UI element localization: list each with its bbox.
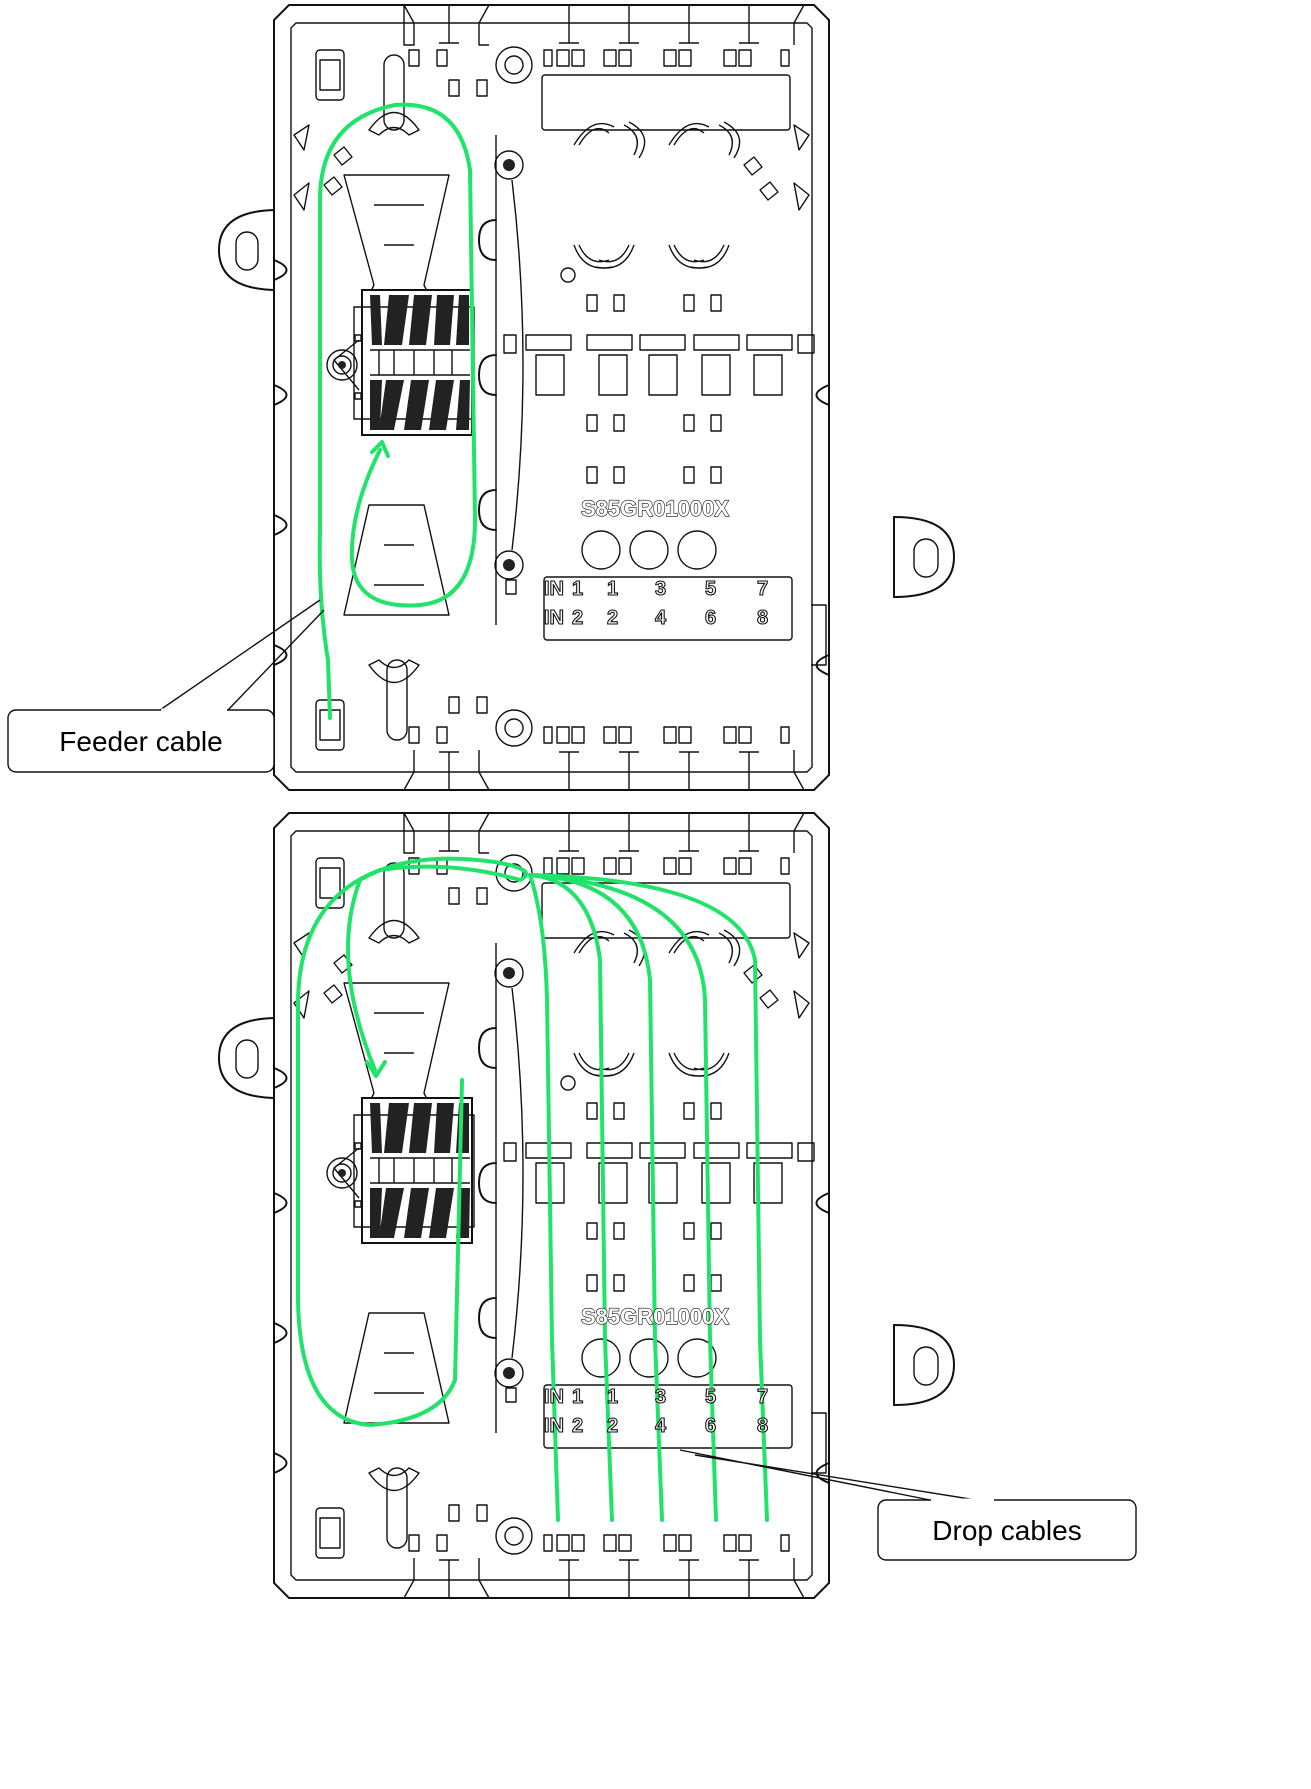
bottom-port-label-r2-2: 2 [607,1415,618,1437]
top-port-label-r2-0: IN [544,607,564,629]
bottom-port-labels: IN 1 1 3 5 7 IN 2 2 4 6 8 [543,1385,768,1437]
bottom-port-label-r2-3: 4 [655,1415,667,1437]
top-port-label-r2-5: 8 [757,607,768,629]
top-port-label-r1-3: 3 [655,578,666,600]
top-model-code: S85GR01000X [581,496,729,521]
bottom-port-label-r2-0: IN [544,1415,564,1437]
top-panel: S85GR01000X IN 1 1 3 5 7 IN 2 2 4 6 8 Fe… [7,4,955,791]
top-port-label-r1-0: IN [544,578,564,600]
bottom-port-label-r1-5: 7 [757,1386,768,1408]
bottom-port-label-r2-4: 6 [705,1415,716,1437]
top-port-label-r2-2: 2 [607,607,618,629]
top-port-labels: IN 1 1 3 5 7 IN 2 2 4 6 8 [543,577,768,629]
top-port-label-r1-4: 5 [705,578,716,600]
bottom-port-label-r1-4: 5 [705,1386,716,1408]
feeder-cable-route [317,102,477,720]
feeder-cable-callout: Feeder cable [7,599,325,773]
top-port-label-r2-1: 2 [572,607,583,629]
top-port-label-r1-2: 1 [607,578,618,600]
bottom-port-label-r1-1: 1 [572,1386,583,1408]
drop-cables-callout: Drop cables [679,1449,1137,1561]
top-port-label-r1-1: 1 [572,578,583,600]
bottom-splitter-box [218,812,955,1599]
feeder-cable-label: Feeder cable [59,726,222,757]
top-port-label-r1-5: 7 [757,578,768,600]
bottom-model-code: S85GR01000X [581,1304,729,1329]
bottom-port-label-r1-2: 1 [607,1386,618,1408]
drop-cables-route [296,856,769,1522]
bottom-port-label-r1-3: 3 [655,1386,666,1408]
bottom-port-label-r2-5: 8 [757,1415,768,1437]
drop-cables-label: Drop cables [932,1515,1081,1546]
bottom-port-label-r1-0: IN [544,1386,564,1408]
bottom-port-label-r2-1: 2 [572,1415,583,1437]
top-port-label-r2-3: 4 [655,607,667,629]
top-port-label-r2-4: 6 [705,607,716,629]
bottom-panel: S85GR01000X IN 1 1 3 5 7 IN 2 2 4 6 8 Dr… [218,812,1137,1599]
